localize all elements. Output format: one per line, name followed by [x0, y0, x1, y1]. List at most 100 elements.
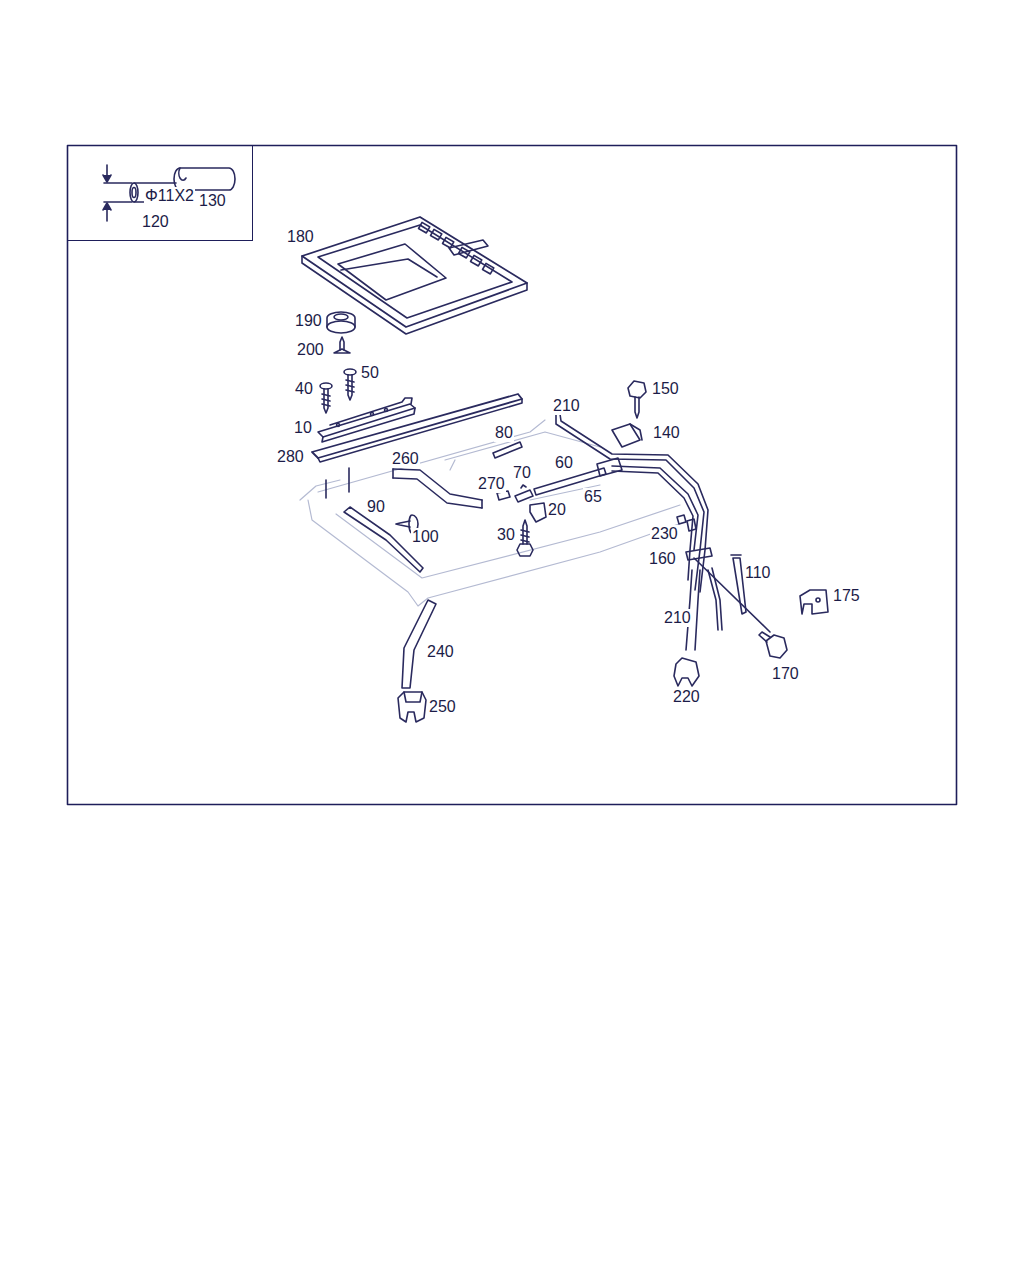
pin-80	[493, 442, 522, 458]
bolt-30	[517, 520, 533, 556]
screws	[320, 369, 356, 413]
callout-number: 70	[512, 464, 532, 482]
tube-detail-line	[104, 201, 132, 203]
grommet-line	[334, 314, 348, 320]
grommet-line	[327, 312, 355, 327]
tube-210-line	[612, 471, 693, 580]
clip-230-line	[677, 515, 686, 524]
clamp-160	[686, 548, 770, 632]
sunroof-panel-line	[302, 256, 527, 334]
part-number: 120	[141, 213, 170, 231]
callout-number: 80	[494, 424, 514, 442]
roof-outline	[300, 420, 690, 606]
callout-number: 190	[294, 312, 323, 330]
clamp-160-line	[686, 548, 712, 560]
tube-210-line	[612, 466, 698, 550]
tube-detail-line	[130, 183, 138, 202]
clip-250	[398, 692, 426, 722]
callout-number: 240	[426, 643, 455, 661]
callout-number: 100	[411, 528, 440, 546]
hose-260	[393, 469, 482, 508]
bracket-line	[330, 398, 412, 425]
pin-line	[334, 349, 350, 353]
clip-230-line	[687, 519, 696, 531]
callout-number: 110	[744, 564, 772, 582]
hose-260-line	[393, 469, 482, 508]
bolt-30-line	[521, 530, 529, 542]
bracket	[318, 398, 415, 442]
pin-80-line	[493, 442, 522, 458]
roof-outline-line	[450, 460, 455, 470]
tube-210-line	[708, 568, 722, 630]
valve-70-line	[521, 485, 526, 488]
seal-strip-line	[318, 399, 522, 462]
clip-20	[530, 503, 546, 522]
sunroof-panel-line	[471, 255, 482, 266]
callout-number: 280	[276, 448, 305, 466]
callout-number: 230	[650, 525, 679, 543]
mounting-marks	[326, 468, 349, 498]
tube-detail-line	[179, 168, 186, 180]
callout-number: 20	[547, 501, 567, 519]
tube-210	[556, 414, 722, 650]
callout-number: 270	[477, 475, 506, 493]
sunroof-panel-line	[431, 229, 442, 240]
bolt-150	[628, 381, 646, 418]
bolt-150-line	[635, 397, 639, 418]
callout-number: 180	[286, 228, 315, 246]
seal-strip-line	[312, 394, 522, 458]
sunroof-panel	[302, 217, 527, 334]
callout-number: 210	[663, 609, 692, 627]
clip-220-line	[674, 658, 699, 686]
callout-number: 220	[672, 688, 701, 706]
callout-number: 175	[832, 587, 861, 605]
screws-line	[346, 380, 354, 392]
clip-20-line	[530, 503, 546, 522]
dimension-label: Φ11X2	[144, 187, 195, 205]
part-number: 130	[198, 192, 227, 210]
mounting-marks-line	[325, 480, 327, 498]
screws-line	[320, 383, 332, 389]
callout-number: 210	[552, 397, 581, 415]
bolt-170-line	[766, 635, 787, 658]
sunroof-panel-line	[341, 259, 437, 277]
clip-220	[674, 658, 699, 686]
clip-175	[800, 590, 828, 614]
screws-line	[348, 375, 352, 400]
pin	[334, 337, 350, 353]
callout-number: 30	[496, 526, 516, 544]
tube-210-line	[556, 414, 704, 590]
tube-detail-line	[103, 175, 111, 182]
grommet-line	[327, 321, 355, 333]
frame-line	[68, 146, 957, 805]
rod-110-line	[731, 554, 741, 556]
pin-line	[340, 337, 344, 350]
callout-number: 160	[648, 550, 677, 568]
clip-175-line	[816, 598, 820, 602]
sunroof-panel-line	[302, 217, 527, 327]
valve-70-line	[515, 490, 533, 502]
screws-line	[322, 394, 330, 406]
detail-inset: Φ11X2 120 130	[67, 145, 253, 241]
callout-number: 170	[771, 665, 800, 683]
bracket-line	[337, 424, 340, 427]
roof-outline-line	[318, 420, 545, 492]
grommet	[327, 312, 355, 333]
clip-140	[612, 424, 642, 447]
tube-detail-line	[103, 203, 111, 210]
mounting-marks-line	[348, 468, 350, 492]
sunroof-panel-line	[419, 222, 430, 233]
bolt-150-line	[628, 381, 646, 398]
clip-140-line	[630, 424, 642, 440]
rail-60	[534, 458, 622, 495]
bolt-30-line	[517, 544, 533, 556]
sunroof-panel-line	[449, 240, 488, 255]
screws-line	[344, 369, 356, 375]
screw-100-line	[396, 521, 410, 527]
callout-number: 250	[428, 698, 457, 716]
sunroof-panel-line	[318, 225, 512, 318]
roof-outline-line	[445, 432, 600, 460]
roof-outline-line	[300, 480, 340, 500]
callout-number: 60	[554, 454, 574, 472]
